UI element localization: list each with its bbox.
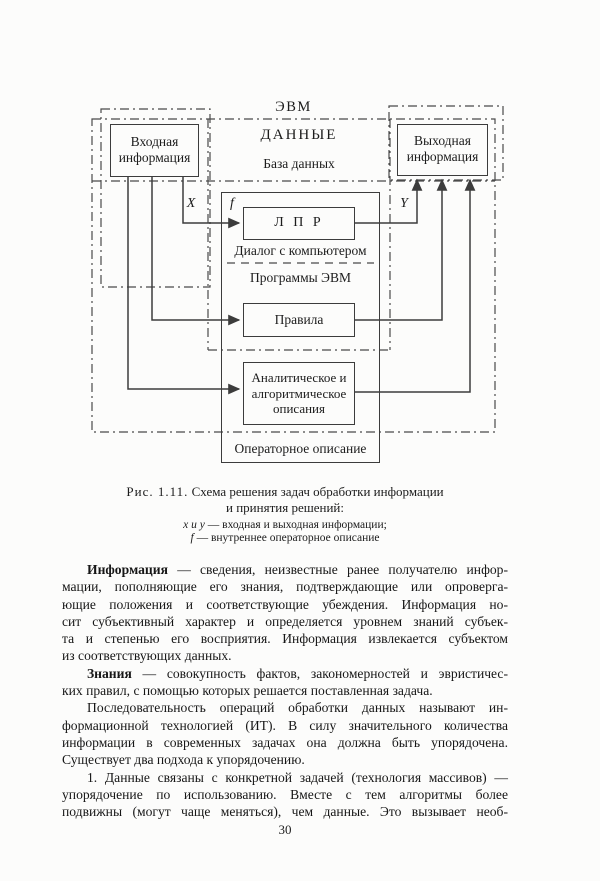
paragraph-line: формационной технологией (ИТ). В силу зн…	[62, 717, 508, 733]
paragraph-line: Последовательность операций обработки да…	[87, 700, 508, 716]
diagram-box-output-info: Выходная информация	[397, 124, 488, 176]
diagram-box-rules: Правила	[243, 303, 355, 337]
output-box-line1: Выходная	[414, 133, 471, 148]
analytic-box-line3: описания	[272, 401, 325, 416]
caption-legend1: x и y — входная и выходная информации;	[40, 519, 530, 532]
diagram-box-operator-description	[221, 192, 380, 463]
diagram-box-input-info: Входная информация	[110, 124, 199, 177]
diagram-label-data: ДАННЫЕ	[260, 127, 338, 143]
paragraph-line: подвижны (могут чаще меняться), чем данн…	[62, 804, 508, 820]
paragraph-line: 1. Данные связаны с конкретной задачей (…	[87, 769, 508, 785]
caption-title: Схема решения задач обработки информации	[191, 484, 444, 499]
input-box-line1: Входная	[130, 134, 179, 149]
paragraph-line: упорядочение по использованию. Вместе с …	[62, 786, 508, 802]
caption-legend2: f — внутреннее операторное описание	[40, 532, 530, 545]
diagram-label-programs: Программы ЭВМ	[250, 270, 351, 285]
term-informatsiya: Информация	[87, 562, 168, 577]
paragraph-line: Информация — сведения, неизвестные ранее…	[87, 562, 508, 577]
figure-number: Рис. 1.11.	[126, 484, 189, 499]
diagram-label-y: Y	[400, 196, 408, 211]
input-box-line2: информация	[118, 150, 191, 165]
paragraph-line: из соответствующих данных.	[62, 648, 232, 664]
diagram-box-analytic: Аналитическое и алгоритмическое описания	[243, 362, 355, 425]
paragraph-line: сит субъективный характер и определяется…	[62, 613, 508, 629]
diagram-label-database: База данных	[263, 156, 335, 171]
legend1-variable: x и y	[183, 519, 205, 531]
diagram-box-lpr: Л П Р	[243, 207, 355, 240]
output-box-line2: информация	[406, 149, 479, 164]
legend1-text: — входная и выходная информации;	[204, 519, 387, 531]
paragraph-line: мации, пополняющие его знания, подтвержд…	[62, 579, 508, 595]
page-number: 30	[278, 822, 292, 837]
diagram-label-evm: ЭВМ	[275, 99, 312, 115]
paragraph-line: информации в современных задачах она дол…	[62, 734, 508, 750]
analytic-box-line2: алгоритмическое	[251, 385, 347, 401]
diagram-label-f: f	[230, 196, 234, 211]
analytic-box-line1: Аналитическое и	[251, 370, 347, 385]
diagram-label-operator: Операторное описание	[234, 441, 367, 456]
caption-line1: Рис. 1.11. Схема решения задач обработки…	[40, 484, 530, 500]
figure-caption: Рис. 1.11. Схема решения задач обработки…	[40, 484, 530, 545]
legend2-variable: f	[190, 532, 194, 544]
caption-line2: и принятия решений:	[226, 499, 344, 515]
body-text: Информация — сведения, неизвестные ранее…	[62, 561, 508, 820]
legend2-text: — внутреннее операторное описание	[193, 532, 380, 544]
diagram-label-dialog: Диалог с компьютером	[234, 243, 367, 258]
paragraph-line: Знания — совокупность фактов, закономерн…	[87, 665, 508, 681]
paragraph-line: Существует два подхода к упорядочению.	[62, 752, 305, 768]
paragraph-line: та и степенью его восприятия. Информация…	[62, 631, 508, 647]
term-znaniya: Знания	[87, 665, 132, 681]
paragraph-line: ких правил, с помощью которых решается п…	[62, 683, 433, 699]
diagram-label-x: X	[186, 196, 196, 211]
paragraph-line: ющие положения и соответствующие убежден…	[62, 596, 508, 612]
